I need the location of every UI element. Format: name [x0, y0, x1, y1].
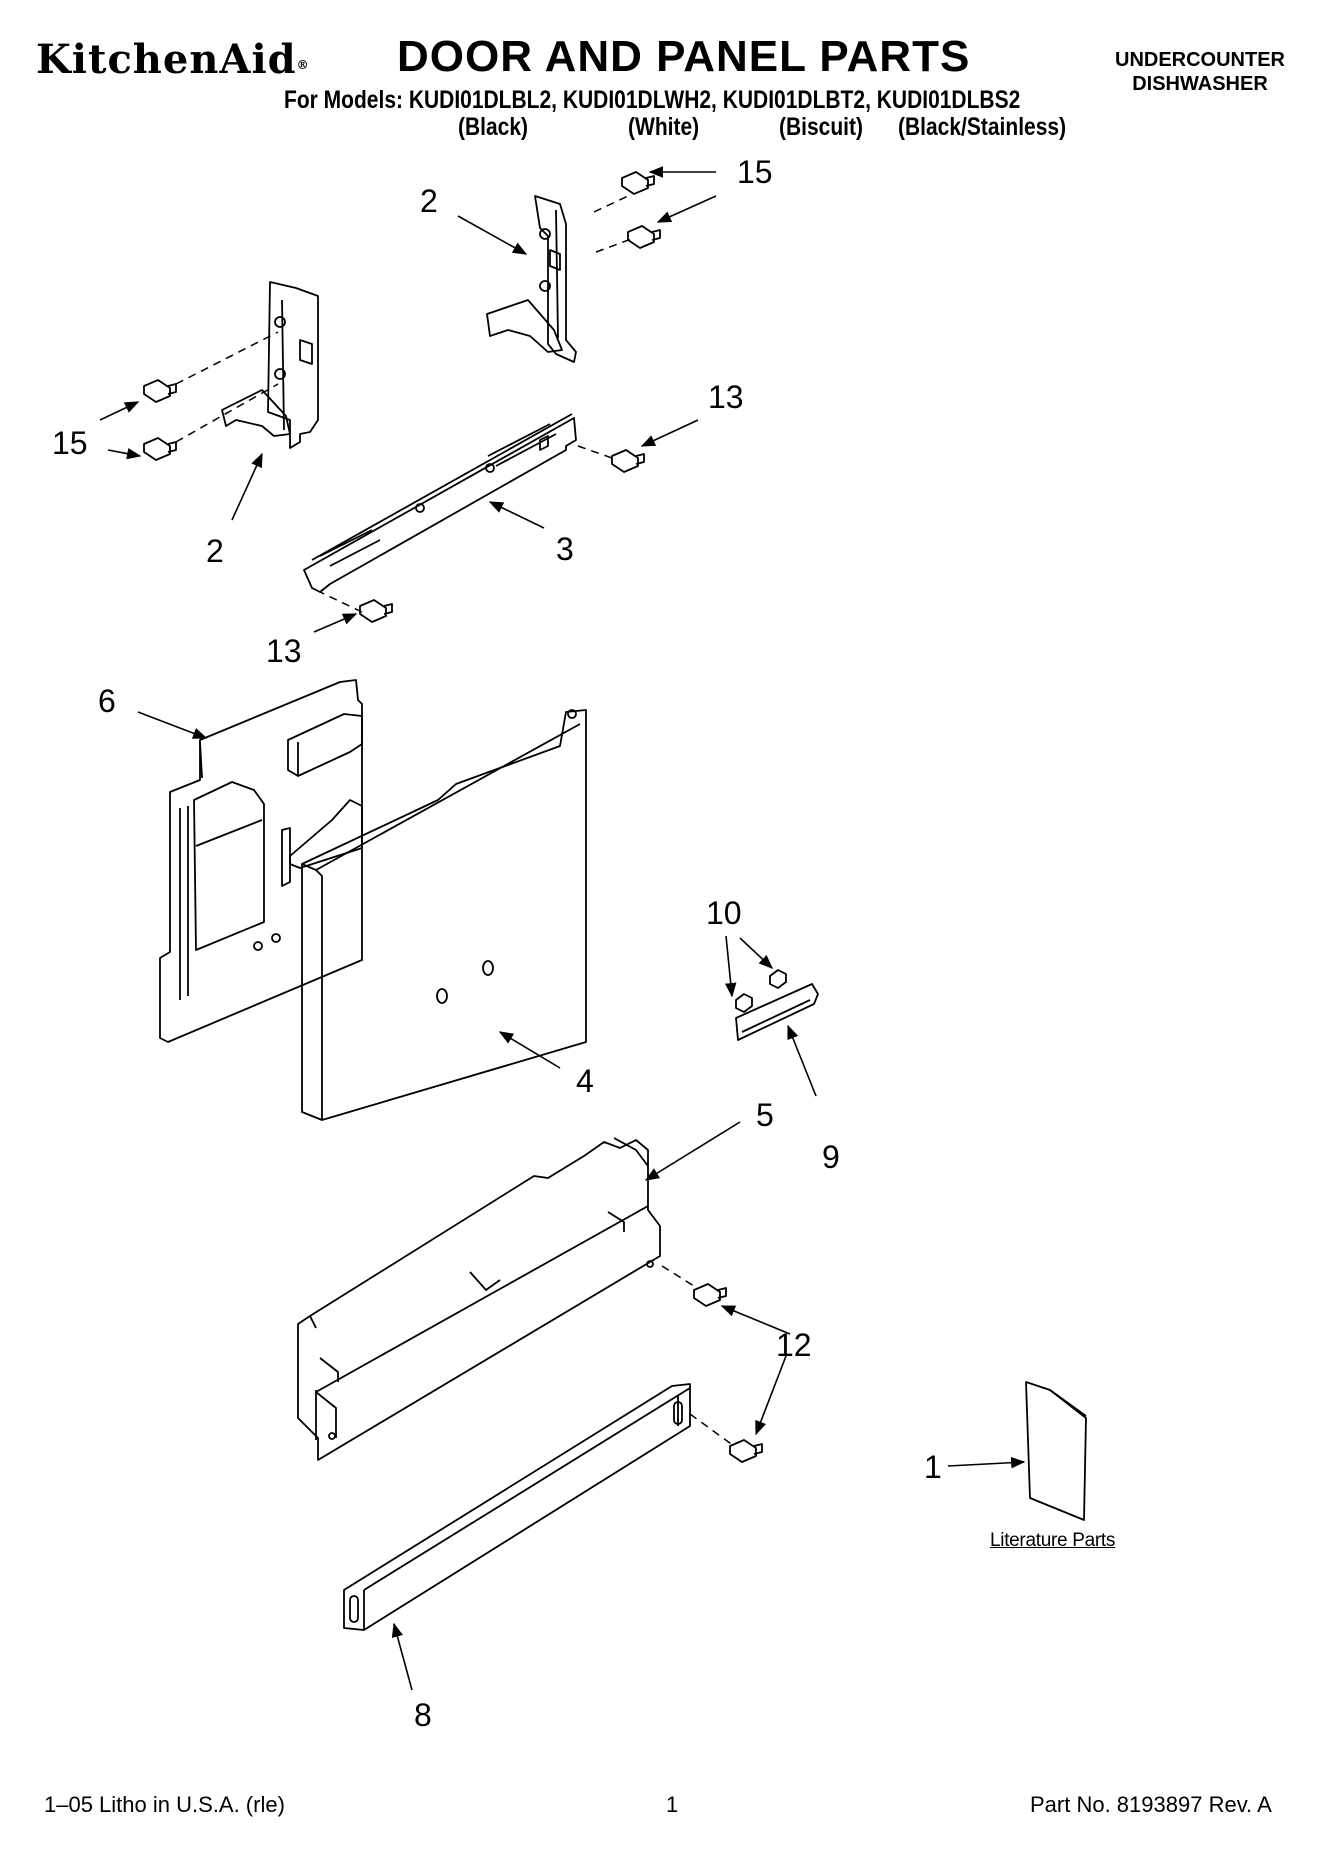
screw-15b	[627, 225, 661, 249]
assembly-lines	[175, 195, 735, 1447]
screw-13b	[359, 599, 393, 623]
screw-15d	[143, 437, 177, 461]
product-category: UNDERCOUNTER DISHWASHER	[1090, 48, 1310, 96]
trim-piece	[735, 983, 819, 1041]
screw-13a	[611, 449, 645, 473]
variant-biscuit: (Biscuit)	[779, 113, 863, 141]
callout-8: 8	[414, 1697, 432, 1733]
callout-2-top: 2	[420, 183, 438, 219]
model-list: For Models: KUDI01DLBL2, KUDI01DLWH2, KU…	[284, 86, 1021, 114]
mounting-rail	[303, 413, 577, 593]
callout-12: 12	[776, 1327, 812, 1363]
callout-5: 5	[756, 1097, 774, 1133]
callout-15-top: 15	[737, 154, 773, 190]
nut-pair	[735, 969, 787, 1013]
registered-mark: ®	[296, 58, 310, 72]
callout-1: 1	[924, 1449, 942, 1485]
screw-15a	[621, 171, 655, 195]
callout-3: 3	[556, 531, 574, 567]
print-info: 1–05 Litho in U.S.A. (rle)	[44, 1792, 285, 1817]
callout-13-left: 13	[266, 633, 302, 669]
hinge-bracket-upper	[486, 195, 577, 363]
category-line-1: UNDERCOUNTER	[1115, 49, 1285, 71]
variant-white: (White)	[628, 113, 700, 141]
page-title: DOOR AND PANEL PARTS	[397, 32, 971, 81]
callout-15-left: 15	[52, 425, 88, 461]
screw-12a	[693, 1283, 727, 1307]
literature-parts-label: Literature Parts	[990, 1530, 1116, 1551]
leader-lines	[99, 166, 1026, 1691]
screw-15c	[143, 379, 177, 403]
hinge-bracket-left	[221, 281, 319, 449]
callout-4: 4	[576, 1063, 594, 1099]
literature-booklet	[1025, 1381, 1087, 1521]
kick-plate	[343, 1383, 691, 1631]
callout-2-left: 2	[206, 533, 224, 569]
outer-door-panel	[301, 709, 587, 1121]
inner-door-panel	[159, 679, 363, 1043]
variant-black: (Black)	[458, 113, 529, 141]
part-number: Part No. 8193897 Rev. A	[1030, 1792, 1272, 1817]
screw-12b	[729, 1439, 763, 1463]
category-line-2: DISHWASHER	[1132, 73, 1268, 95]
callout-10: 10	[706, 895, 742, 931]
brand-name: KitchenAid	[36, 36, 297, 83]
callout-6: 6	[98, 683, 116, 719]
page-number: 1	[666, 1792, 679, 1817]
brand-logo: KitchenAid®	[36, 36, 310, 83]
callout-9: 9	[822, 1139, 840, 1175]
variant-black-stainless: (Black/Stainless)	[898, 113, 1067, 141]
toe-panel	[297, 1137, 661, 1461]
callout-13-right: 13	[708, 379, 744, 415]
